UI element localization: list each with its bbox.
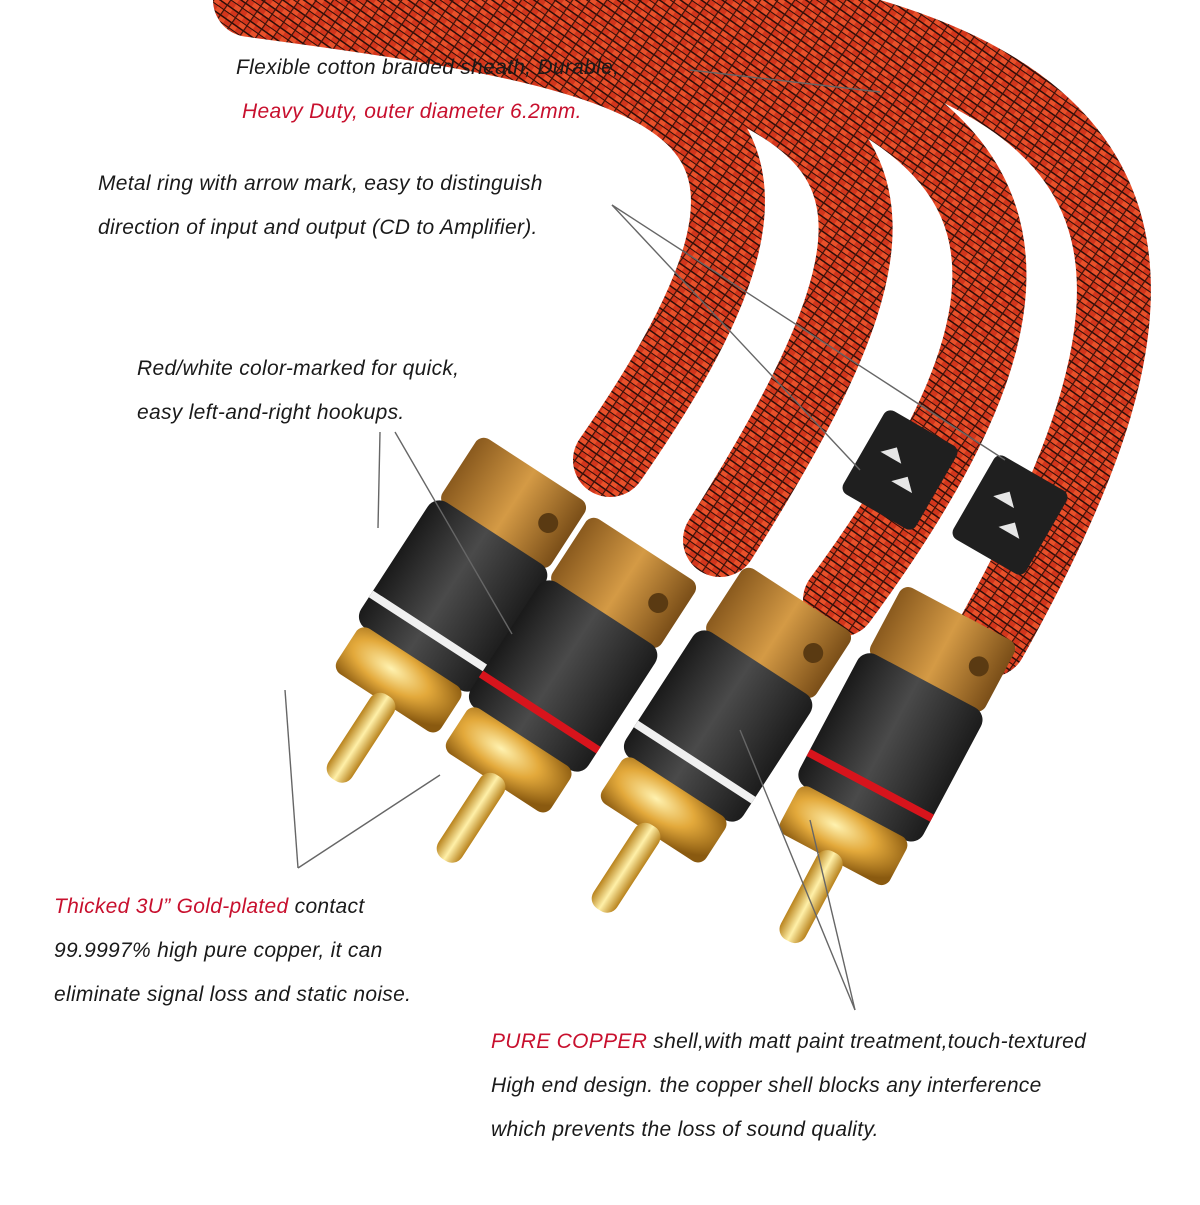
callout-ring-line1: Metal ring with arrow mark, easy to dist… — [98, 172, 543, 195]
callout-color-line1: Red/white color-marked for quick, — [137, 357, 460, 380]
rca-plug-white-2 — [591, 567, 852, 913]
callout-shell-highlight: PURE COPPER — [491, 1030, 648, 1053]
callout-sheath-line2: Heavy Duty, outer diameter 6.2mm. — [242, 100, 582, 123]
callout-color: Red/white color-marked for quick, easy l… — [137, 347, 459, 435]
callout-gold-line3: eliminate signal loss and static noise. — [54, 983, 412, 1006]
callout-sheath: Flexible cotton braided sheath, Durable,… — [236, 46, 619, 134]
callout-shell-line1: PURE COPPER shell,with matt paint treatm… — [491, 1020, 1086, 1064]
callout-ring-line2: direction of input and output (CD to Amp… — [98, 216, 538, 239]
callout-gold-rest: contact — [288, 895, 365, 918]
callout-color-line2: easy left-and-right hookups. — [137, 401, 405, 424]
callout-ring: Metal ring with arrow mark, easy to dist… — [98, 162, 543, 250]
callout-shell-line3: which prevents the loss of sound quality… — [491, 1118, 879, 1141]
callout-shell-rest: shell,with matt paint treatment,touch-te… — [647, 1030, 1087, 1053]
rca-plug-white-1 — [326, 437, 587, 783]
callout-leader-lines — [284, 69, 1006, 1011]
rca-plug-red-1 — [436, 517, 697, 863]
callout-gold-line1: Thicked 3U” Gold-plated contact — [54, 885, 411, 929]
callout-gold: Thicked 3U” Gold-plated contact 99.9997%… — [54, 885, 411, 1017]
callout-gold-line2: 99.9997% high pure copper, it can — [54, 939, 383, 962]
arrow-ring — [842, 410, 1068, 575]
callout-shell: PURE COPPER shell,with matt paint treatm… — [491, 1020, 1086, 1152]
callout-shell-line2: High end design. the copper shell blocks… — [491, 1074, 1042, 1097]
callout-gold-highlight: Thicked 3U” Gold-plated — [54, 895, 289, 918]
callout-sheath-line1: Flexible cotton braided sheath, Durable, — [236, 56, 620, 79]
rca-plug-red-2 — [779, 587, 1016, 944]
